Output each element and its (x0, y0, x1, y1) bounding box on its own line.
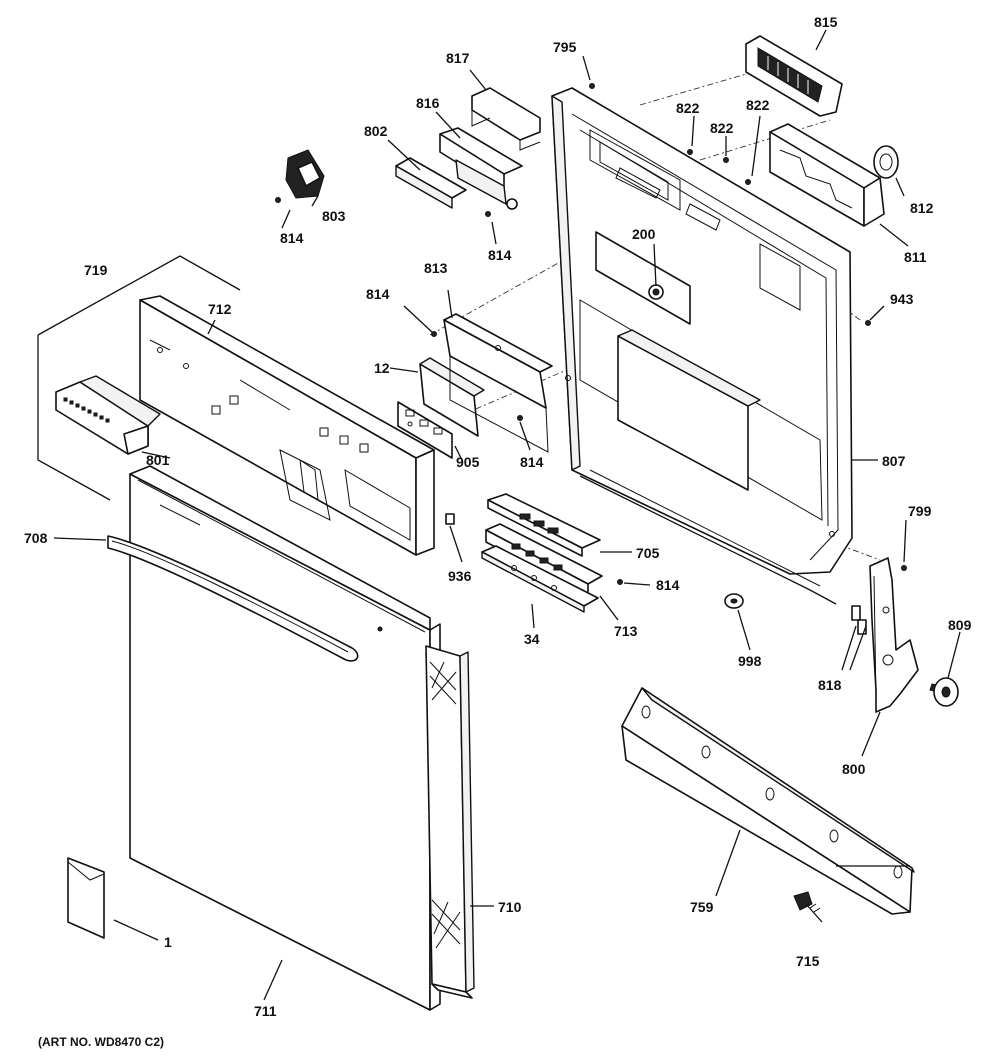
door-handle (107, 535, 359, 662)
latch-803 (285, 149, 325, 199)
callout-822-b: 822 (710, 120, 734, 136)
interface-board-705 (487, 493, 601, 557)
vent-grille-815 (745, 35, 843, 117)
callout-815: 815 (814, 14, 838, 30)
detergent-dispenser-811 (769, 123, 885, 227)
callout-799: 799 (908, 503, 932, 519)
callout-814-d: 814 (520, 454, 544, 470)
interface-board-34 (481, 545, 599, 613)
callout-labels: 1 12 34 200 705 708 710 711 712 713 715 … (24, 14, 972, 1019)
callout-811: 811 (904, 249, 927, 265)
callout-812: 812 (910, 200, 934, 216)
vent-bar-802 (395, 157, 467, 209)
callout-759: 759 (690, 899, 714, 915)
connector-936 (445, 513, 455, 525)
bracket-817 (471, 87, 541, 151)
control-panel-frame (139, 295, 435, 556)
inner-door-liner (551, 87, 853, 605)
callout-1: 1 (164, 934, 172, 950)
callout-712: 712 (208, 301, 232, 317)
callout-708: 708 (24, 530, 48, 546)
callout-816: 816 (416, 95, 440, 111)
callout-719: 719 (84, 262, 108, 278)
keypad-801 (55, 375, 161, 455)
callout-936: 936 (448, 568, 472, 584)
callout-710: 710 (498, 899, 522, 915)
callout-822-c: 822 (746, 97, 770, 113)
callout-715: 715 (796, 953, 820, 969)
bumper-998 (724, 593, 744, 609)
callout-801: 801 (146, 452, 170, 468)
callout-807: 807 (882, 453, 906, 469)
callout-943: 943 (890, 291, 914, 307)
callout-795: 795 (553, 39, 577, 55)
door-side-trim (425, 645, 475, 999)
callout-813: 813 (424, 260, 448, 276)
callout-822-a: 822 (676, 100, 700, 116)
circuit-board-905 (397, 401, 453, 459)
callout-818: 818 (818, 677, 842, 693)
callout-905: 905 (456, 454, 480, 470)
callout-809: 809 (948, 617, 972, 633)
vent-housing-816 (439, 127, 523, 210)
hinge-assembly-800 (869, 557, 919, 713)
board-cover-12 (419, 357, 485, 437)
callout-711: 711 (254, 1003, 277, 1019)
toe-kick-panel-759 (621, 687, 915, 915)
callout-713: 713 (614, 623, 638, 639)
art-number: (ART NO. WD8470 C2) (38, 1035, 164, 1049)
callout-998: 998 (738, 653, 762, 669)
rinse-aid-cap-812 (873, 145, 899, 179)
mounting-bracket-813 (443, 313, 553, 453)
screws-small (275, 83, 907, 585)
instruction-label-sticker (67, 857, 105, 939)
leader-lines (53, 29, 961, 1001)
hinge-clips-818 (851, 605, 867, 635)
callout-705: 705 (636, 545, 660, 561)
callout-34: 34 (524, 631, 540, 647)
callout-814-e: 814 (656, 577, 680, 593)
callout-200: 200 (632, 226, 656, 242)
callout-803: 803 (322, 208, 346, 224)
screw-715 (793, 891, 823, 923)
outer-door-panel (129, 465, 441, 1011)
callout-814-a: 814 (280, 230, 304, 246)
callout-12: 12 (374, 360, 390, 376)
hinge-knob-809 (929, 677, 959, 707)
callout-800: 800 (842, 761, 866, 777)
callout-802: 802 (364, 123, 388, 139)
callout-814-c: 814 (366, 286, 390, 302)
assembly-bracket-719 (37, 255, 241, 501)
callout-814-b: 814 (488, 247, 512, 263)
callout-817: 817 (446, 50, 470, 66)
